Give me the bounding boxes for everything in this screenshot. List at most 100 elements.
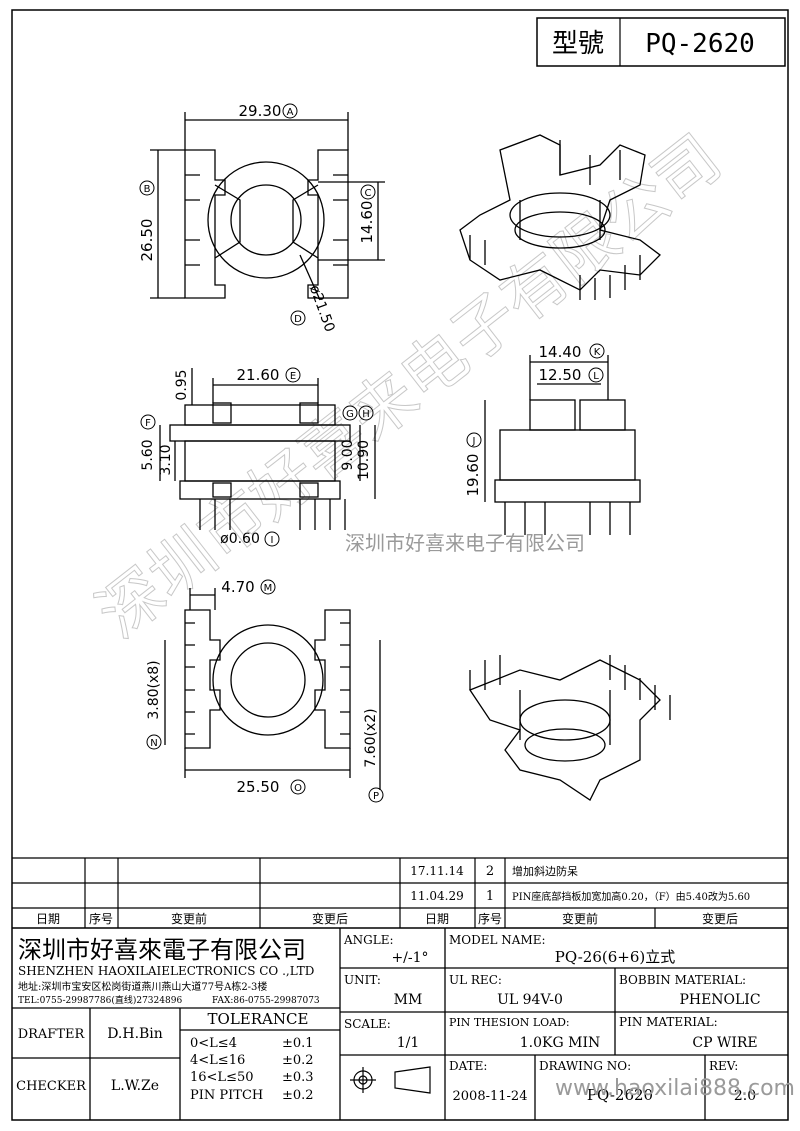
company-name-en: SHENZHEN HAOXILAIELECTRONICS CO .,LTD (18, 964, 314, 978)
rev-header-before-right: 变更前 (562, 911, 598, 926)
marker-D-label: D (294, 314, 302, 325)
rev-header-no-right: 序号 (478, 911, 502, 926)
pin-material-label: PIN MATERIAL: (619, 1015, 718, 1029)
rev-label: REV: (709, 1059, 738, 1073)
marker-F-label: F (145, 418, 151, 429)
marker-G-label: G (346, 409, 354, 420)
pin-material-value: CP WIRE (692, 1035, 757, 1051)
marker-P (368, 787, 384, 803)
rev-value: 2.0 (734, 1088, 756, 1104)
iso-view-lower (469, 655, 671, 801)
scale-label: SCALE: (344, 1017, 391, 1031)
pin-load-value: 1.0KG MIN (520, 1035, 600, 1051)
drafter-label: DRAFTER (18, 1027, 86, 1042)
rev-header-before-left: 变更前 (171, 911, 207, 926)
company-tel: TEL:0755-29987786(直线)27324896 (18, 994, 182, 1006)
rev-header-after-right: 变更后 (702, 911, 738, 926)
marker-O-label: O (294, 783, 302, 794)
model-name-label: MODEL NAME: (449, 933, 546, 947)
side-view (484, 355, 641, 535)
dim-G-value: 9.00 (340, 439, 356, 470)
dim-O-value: 25.50 (237, 778, 280, 796)
checker-value: L.W.Ze (111, 1078, 159, 1094)
dim-B-value: 26.50 (138, 219, 156, 262)
marker-H-label: H (362, 409, 370, 420)
tol-row2-value: ±0.2 (282, 1053, 314, 1068)
checker-label: CHECKER (16, 1079, 87, 1094)
unit-value: MM (394, 992, 423, 1008)
tol-row2-range: 4<L≤16 (190, 1053, 245, 1068)
marker-M-label: M (264, 583, 273, 594)
marker-N (146, 734, 162, 750)
dim-P-value: 7.60(x2) (363, 708, 379, 767)
dim-F2-value: 3.10 (158, 444, 174, 475)
ulrec-value: UL 94V-0 (497, 992, 563, 1008)
marker-I-label: I (271, 535, 274, 546)
dim-C-value: 14.60 (358, 201, 376, 244)
sheet-border (11, 9, 789, 1121)
rev-header-date-right: 日期 (425, 912, 449, 926)
marker-F (140, 414, 156, 430)
marker-H (358, 405, 374, 421)
dim-K-value: 14.40 (539, 343, 582, 361)
model-header-box: 型號 PQ-2620 (536, 17, 786, 67)
marker-J-label: J (472, 436, 476, 447)
rev-header-after-left: 变更后 (312, 911, 348, 926)
pin-load-label: PIN THESION LOAD: (449, 1016, 570, 1029)
marker-L (588, 367, 604, 383)
watermark-secondary: 深圳市好喜来电子有限公司 (345, 531, 585, 555)
tol-row1-value: ±0.1 (282, 1036, 314, 1051)
tol-row1-range: 0<L≤4 (190, 1036, 237, 1051)
rev-header-no-left: 序号 (89, 911, 113, 926)
tolerance-label: TOLERANCE (208, 1010, 309, 1028)
dim-H-value: 10.90 (356, 440, 372, 480)
dim-E-value: 21.60 (237, 366, 280, 384)
marker-E-label: E (290, 371, 296, 382)
projection-symbol-icon (350, 1066, 431, 1094)
drafter-value: D.H.Bin (107, 1026, 163, 1042)
dim-N-value: 3.80(x8) (146, 660, 162, 719)
bottom-view (164, 588, 381, 790)
marker-A-label: A (287, 107, 294, 118)
dim-top-pin-value: 0.95 (174, 369, 190, 400)
marker-J (466, 432, 482, 448)
company-address: 地址:深圳市宝安区松岗街道燕川燕山大道77号A栋2-3楼 (18, 980, 267, 993)
company-fax: FAX:86-0755-29987073 (212, 996, 320, 1006)
marker-D (290, 310, 306, 326)
dim-D-value: ø21.50 (306, 283, 338, 334)
ulrec-label: UL REC: (449, 973, 502, 987)
dim-J-value: 19.60 (464, 454, 482, 497)
marker-C-label: C (365, 188, 372, 199)
rev-row2-no: 1 (486, 889, 494, 904)
marker-K-label: K (594, 347, 601, 358)
rev-row2-after: PIN座底部挡板加宽加高0.20，（F）由5.40改为5.60 (512, 890, 750, 903)
model-header-value: PQ-2620 (645, 29, 755, 59)
angle-label: ANGLE: (343, 933, 394, 947)
date-label: DATE: (449, 1059, 487, 1073)
model-name-value: PQ-26(6+6)立式 (555, 948, 675, 966)
tol-row4-value: ±0.2 (282, 1088, 314, 1103)
tol-row3-value: ±0.3 (282, 1070, 314, 1085)
rev-header-date-left: 日期 (36, 912, 60, 926)
marker-B-label: B (144, 184, 151, 195)
rev-row1-date: 17.11.14 (410, 864, 464, 878)
drawing-no-value: PQ-2620 (587, 1086, 653, 1104)
bobbin-material-value: PHENOLIC (679, 992, 760, 1008)
title-block (12, 928, 788, 1120)
company-name-cn: 深圳市好喜來電子有限公司 (18, 936, 306, 964)
tol-row3-range: 16<L≤50 (190, 1070, 254, 1085)
marker-B (139, 180, 155, 196)
bobbin-material-label: BOBBIN MATERIAL: (619, 973, 746, 987)
dim-M-value: 4.70 (221, 578, 254, 596)
marker-L-label: L (593, 371, 599, 382)
marker-M (260, 579, 276, 595)
tol-row4-range: PIN PITCH (190, 1088, 263, 1103)
front-view (159, 368, 376, 530)
website-watermark: www.haoxilai888.com (555, 1076, 795, 1101)
revision-table (12, 857, 788, 929)
dim-F-value: 5.60 (140, 439, 156, 470)
marker-C (360, 184, 376, 200)
marker-O (290, 779, 306, 795)
rev-row1-no: 2 (486, 864, 494, 879)
